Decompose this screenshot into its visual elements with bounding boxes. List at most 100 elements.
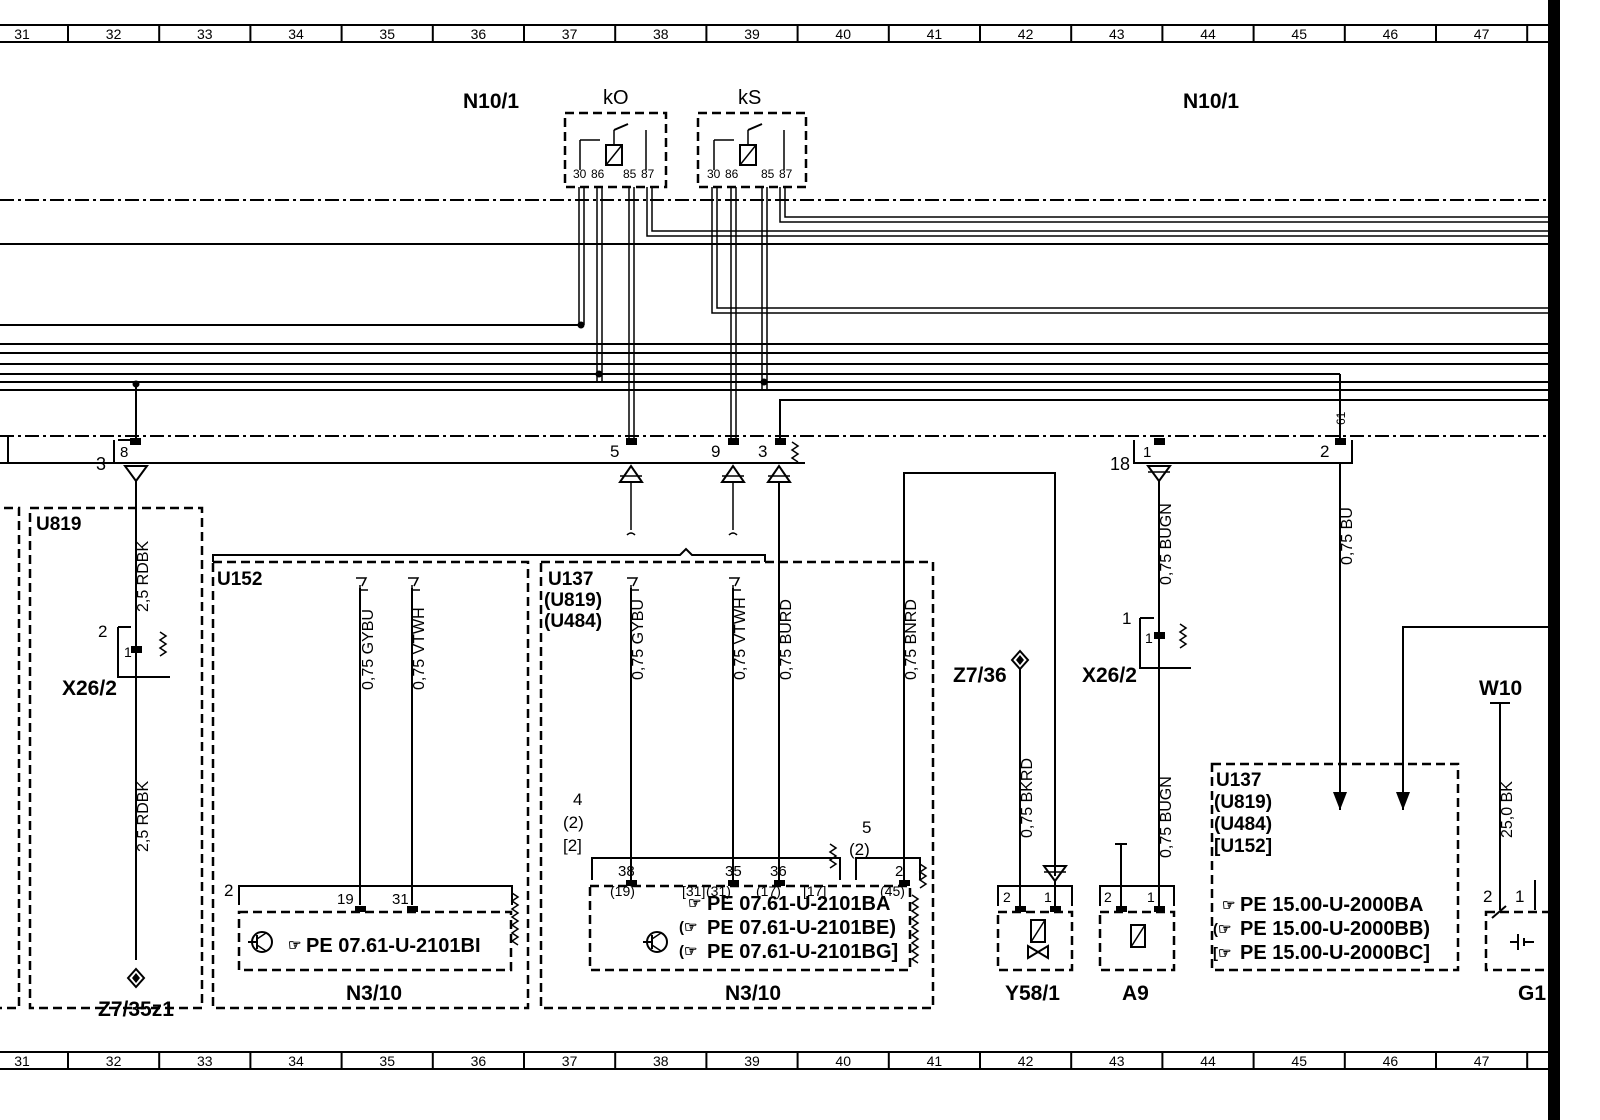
- a9-pin-2: 2: [1104, 889, 1112, 905]
- n3-10b-pin-35: 35: [725, 863, 742, 880]
- reference-icon: ☞: [688, 895, 701, 912]
- ref-pe-07-61-u-2101bg: PE 07.61-U-2101BG]: [707, 941, 898, 963]
- relay-ks-label: kS: [738, 87, 761, 109]
- page-edge-bar: [1548, 0, 1560, 1120]
- ruler-label-34: 34: [288, 1053, 304, 1069]
- reference-icon: (☞: [1213, 921, 1231, 938]
- ref-pe-15-00-u-2000bb: PE 15.00-U-2000BB): [1240, 918, 1430, 940]
- ruler-label-39: 39: [744, 1053, 760, 1069]
- relay-ks: kS 30 86 85 87: [696, 87, 808, 189]
- group-u137r-line1: U137: [1216, 770, 1261, 791]
- ruler-label-35: 35: [379, 26, 395, 42]
- ruler-label-45: 45: [1291, 26, 1307, 42]
- group-u137-line2: (U819): [544, 590, 602, 611]
- component-z7-36: Z7/36: [953, 664, 1007, 687]
- ruler-label-44: 44: [1200, 26, 1216, 42]
- n3-10b-pin-2-paren: (2): [563, 813, 584, 832]
- ruler-label-45: 45: [1291, 1053, 1307, 1069]
- component-w10: W10: [1479, 677, 1522, 700]
- ruler-label-42: 42: [1018, 26, 1034, 42]
- ruler-label-37: 37: [562, 1053, 578, 1069]
- connector-x26-2-left: X26/2: [62, 677, 117, 700]
- group-u137: U137 (U819) (U484) 0,75 GYBU 0,75 VTWH 0…: [539, 472, 1056, 1010]
- n3-10b-pin-38: 38: [618, 863, 635, 880]
- reference-icon: (☞: [679, 943, 697, 960]
- relay-ks-pin-30: 30: [707, 167, 721, 181]
- ruler-label-39: 39: [744, 26, 760, 42]
- g1-pin-1: 1: [1515, 887, 1524, 906]
- transistor-icon: [248, 931, 273, 953]
- pin-2: 2: [1320, 442, 1329, 461]
- wire-label-2-5-rdbk-top: 2,5 RDBK: [135, 541, 152, 612]
- wire-label-0-75-bugn-bottom: 0,75 BUGN: [1158, 776, 1175, 858]
- ruler-label-31: 31: [14, 26, 30, 42]
- pin-3: 3: [758, 442, 767, 461]
- wire-label-0-75-vtwh: 0,75 VTWH: [732, 597, 749, 680]
- n3-10b-pin-36: 36: [770, 863, 787, 880]
- component-group-a9: 1 1 X26/2 0,75 BUGN 0,75 BUGN 2 1 A9: [1082, 503, 1191, 1005]
- group-u137-right: 0,75 BU U137 (U819) (U484) [U152] ☞ (☞ […: [1210, 463, 1548, 972]
- ruler-label-31: 31: [14, 1053, 30, 1069]
- ruler-label-46: 46: [1383, 26, 1399, 42]
- wire-label-2-5-rdbk-bottom: 2,5 RDBK: [135, 781, 152, 852]
- ruler-label-43: 43: [1109, 1053, 1125, 1069]
- ruler-label-35: 35: [379, 1053, 395, 1069]
- n3-10b-pin-5: 5: [862, 818, 871, 837]
- y58-pin-1: 1: [1044, 889, 1052, 905]
- group-u137r-line2: (U819): [1214, 792, 1272, 813]
- wire-label-0-75-bnrd: 0,75 BNRD: [903, 599, 920, 680]
- a9-pin-1: 1: [1147, 889, 1155, 905]
- relay-ks-pin-85: 85: [761, 167, 775, 181]
- wire-label-0-75-gybu-u152: 0,75 GYBU: [360, 609, 377, 690]
- group-u819-label: U819: [36, 514, 81, 535]
- ref-pe-15-00-u-2000bc: PE 15.00-U-2000BC]: [1240, 942, 1430, 964]
- wire-label-25-0-bk: 25,0 BK: [1499, 781, 1516, 838]
- ref-pe-07-61-u-2101bi: PE 07.61-U-2101BI: [306, 935, 481, 957]
- pin-18: 18: [1110, 454, 1130, 474]
- ruler-label-47: 47: [1474, 26, 1490, 42]
- relay-ko-pin-30: 30: [573, 167, 587, 181]
- connector-arrows: [123, 464, 1172, 880]
- ruler-label-34: 34: [288, 26, 304, 42]
- ref-pe-15-00-u-2000ba: PE 15.00-U-2000BA: [1240, 894, 1423, 916]
- n3-10a-pin-2: 2: [224, 881, 233, 900]
- component-g1: G1: [1518, 982, 1546, 1005]
- wire-label-0-75-burd: 0,75 BURD: [778, 599, 795, 680]
- ruler-label-37: 37: [562, 26, 578, 42]
- y58-pin-2: 2: [1003, 889, 1011, 905]
- relay-ko-pin-87: 87: [641, 167, 655, 181]
- reference-icon: ☞: [288, 937, 301, 954]
- n3-10b-pin-2: 2: [895, 863, 903, 880]
- wire-label-0-75-gybu: 0,75 GYBU: [630, 599, 647, 680]
- n3-10a-pin-31: 31: [392, 891, 409, 908]
- wire-label-0-75-bu: 0,75 BU: [1339, 507, 1356, 565]
- g1-pin-2: 2: [1483, 887, 1492, 906]
- ruler-label-32: 32: [106, 26, 122, 42]
- n3-10b-pin-19: (19): [610, 883, 635, 899]
- relay-ko-label: kO: [603, 87, 629, 109]
- component-z7-35z1: Z7/35z1: [98, 998, 174, 1021]
- ruler-label-40: 40: [835, 26, 851, 42]
- pin-5: 5: [610, 442, 619, 461]
- ref-pe-07-61-u-2101ba: PE 07.61-U-2101BA: [707, 893, 890, 915]
- ruler-label-43: 43: [1109, 26, 1125, 42]
- ruler-label-36: 36: [471, 26, 487, 42]
- pin-9: 9: [711, 442, 720, 461]
- n3-10b-pin-31-bracket: [31]: [682, 883, 705, 899]
- ruler-label-40: 40: [835, 1053, 851, 1069]
- pin-1: 1: [1143, 444, 1151, 461]
- relay-ko-pin-85: 85: [623, 167, 637, 181]
- component-y58-1: Y58/1: [1005, 982, 1060, 1005]
- relay-ks-pin-86: 86: [725, 167, 739, 181]
- component-a9: A9: [1122, 982, 1149, 1005]
- ruler-label-33: 33: [197, 26, 213, 42]
- group-u819: U819 2,5 RDBK 2,5 RDBK 2 1 X26/2 Z7/35z1: [0, 506, 204, 1021]
- module-label-n10-right: N10/1: [1183, 90, 1239, 113]
- ruler-label-33: 33: [197, 1053, 213, 1069]
- valve-icon: [1027, 919, 1049, 960]
- relay-ko-pin-86: 86: [591, 167, 605, 181]
- x26-right-pin-1: 1: [1122, 609, 1131, 628]
- x26-left-pin-1: 1: [124, 644, 132, 660]
- transistor-icon-b: [643, 931, 668, 953]
